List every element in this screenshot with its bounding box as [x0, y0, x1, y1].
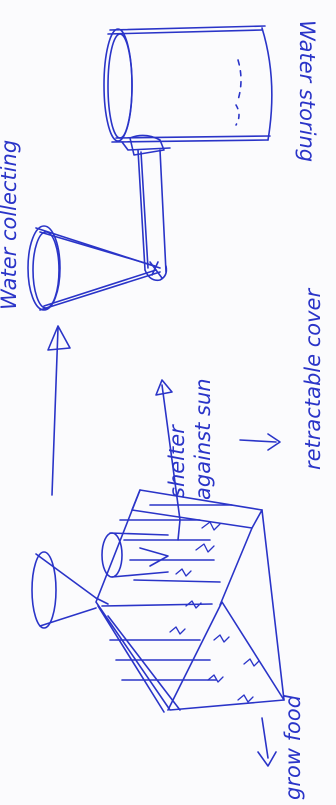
small-funnel — [32, 552, 108, 628]
plant-marks — [170, 522, 259, 702]
up-arrow — [48, 326, 70, 495]
label-against-sun: against sun — [191, 378, 215, 500]
label-retractable-cover: retractable cover — [301, 288, 325, 470]
water-storage-tank — [104, 26, 272, 150]
grow-food-arrow — [258, 718, 276, 766]
label-shelter: shelter — [165, 424, 189, 498]
connecting-pipe — [130, 135, 166, 280]
retractable-cover-arrow — [240, 434, 280, 450]
planter-box — [96, 490, 284, 712]
label-water-storing: Water storing — [295, 20, 319, 162]
label-water-collecting: Water collecting — [0, 140, 21, 310]
water-collecting-funnel — [28, 226, 162, 310]
label-grow-food: grow food — [281, 694, 305, 800]
